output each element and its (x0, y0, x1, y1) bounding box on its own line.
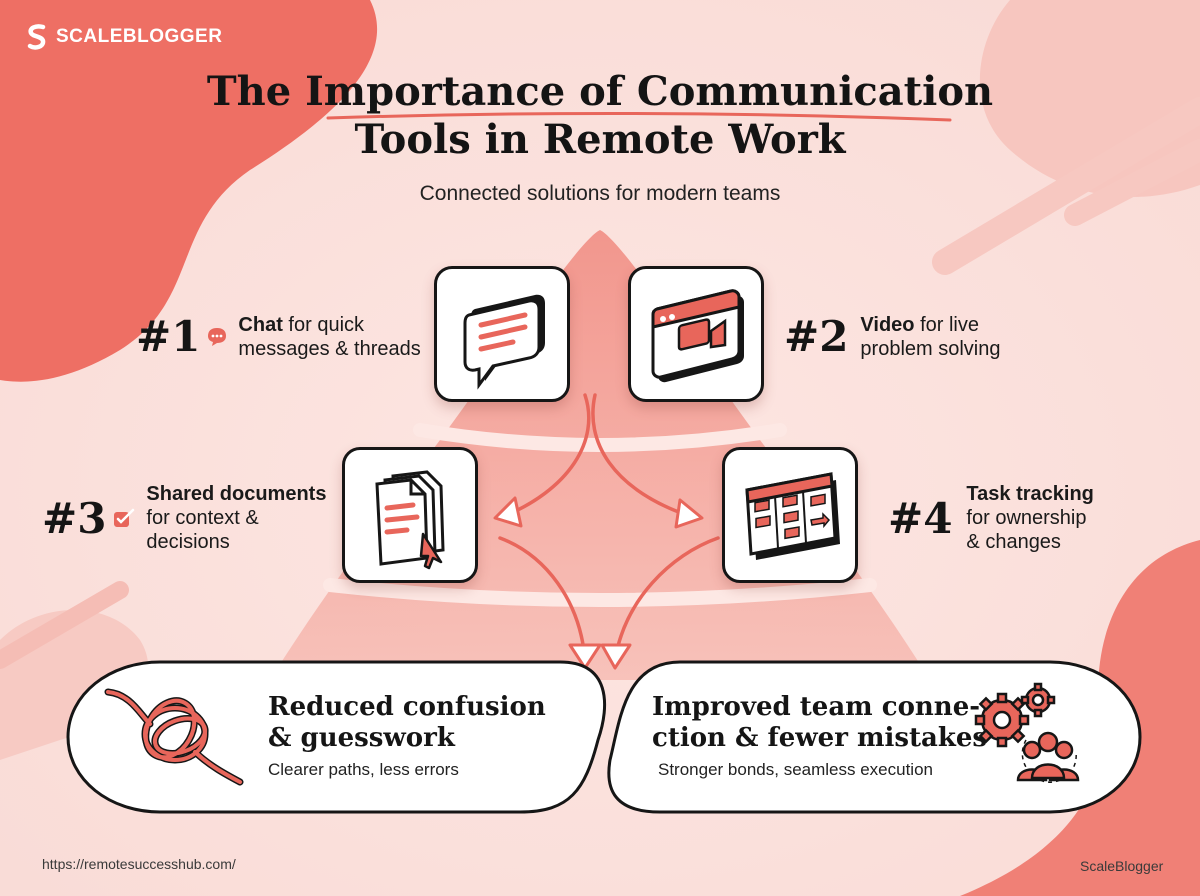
checkbox-icon (114, 508, 135, 527)
title-line-2: Tools in Remote Work (354, 116, 846, 163)
tool-1-text-2: messages & threads (238, 337, 421, 360)
flow-arrows (498, 393, 720, 662)
brand-logo: SCALEBLOGGER (26, 24, 222, 50)
tool-1-text-1: for quick (282, 313, 365, 336)
tool-2-label: #2 Video for live problem solving (784, 312, 1001, 361)
tool-3-label: #3 Shared documents for context & decisi… (42, 482, 326, 554)
tool-1-number: #1 (136, 312, 201, 361)
outcome-2-title-2: ction & fewer mistakes (652, 723, 988, 753)
tool-2-text-2: problem solving (860, 337, 1001, 360)
logo-s-icon (27, 24, 46, 50)
title-line-1: The Importance of Communication (206, 68, 994, 115)
tile-task-tracking (722, 447, 858, 583)
outcome-2: Improved team conne- ction & fewer mista… (652, 692, 987, 780)
tool-1-bold: Chat (238, 313, 283, 336)
outcome-1-subtitle: Clearer paths, less errors (268, 760, 459, 779)
page-title: The Importance of Communication Tools in… (140, 68, 1060, 164)
blob-bottom-right (960, 540, 1200, 896)
outcome-1-title-1: Reduced confusion (268, 692, 546, 722)
outcome-2-title-1: Improved team conne- (652, 692, 981, 722)
footer-brand: ScaleBlogger (1080, 858, 1164, 874)
page-subtitle: Connected solutions for modern teams (419, 182, 781, 205)
blob-top-left (0, 0, 378, 382)
tool-2-number: #2 (784, 312, 849, 361)
footer-url[interactable]: https://remotesuccesshub.com/ (42, 856, 236, 872)
brand-name: SCALEBLOGGER (56, 26, 223, 47)
tool-3-text-1: for context & (146, 507, 259, 529)
tile-chat (434, 266, 570, 402)
tool-3-bold: Shared documents (146, 483, 327, 505)
tool-3-text-2: decisions (146, 531, 230, 553)
tool-4-number: #4 (888, 493, 953, 543)
outcome-2-subtitle: Stronger bonds, seamless execution (658, 760, 933, 779)
outcome-pill-left (66, 660, 607, 814)
tool-2-text-1: for live (914, 313, 979, 336)
kanban-board-icon (745, 472, 840, 560)
tool-1-label: #1 Chat for quick messages & threads (136, 312, 421, 361)
tangled-knot-icon (104, 688, 244, 786)
outcome-1-title-2: & guesswork (268, 723, 455, 753)
tool-4-bold: Task tracking (966, 483, 1094, 505)
tool-3-number: #3 (42, 493, 107, 543)
documents-icon (375, 470, 445, 570)
chat-bubble-icon (463, 294, 545, 390)
video-camera-icon (651, 289, 744, 383)
tool-4-label: #4 Task tracking for ownership & changes (888, 482, 1094, 554)
tile-documents (342, 447, 478, 583)
tool-4-text-1: for ownership (966, 507, 1087, 529)
gears-team-icon (974, 682, 1080, 783)
tool-4-text-2: & changes (966, 531, 1061, 553)
chat-small-icon (208, 327, 227, 346)
outcome-1: Reduced confusion & guesswork Clearer pa… (268, 692, 546, 780)
tile-video (628, 266, 764, 402)
tool-2-bold: Video (860, 313, 915, 336)
